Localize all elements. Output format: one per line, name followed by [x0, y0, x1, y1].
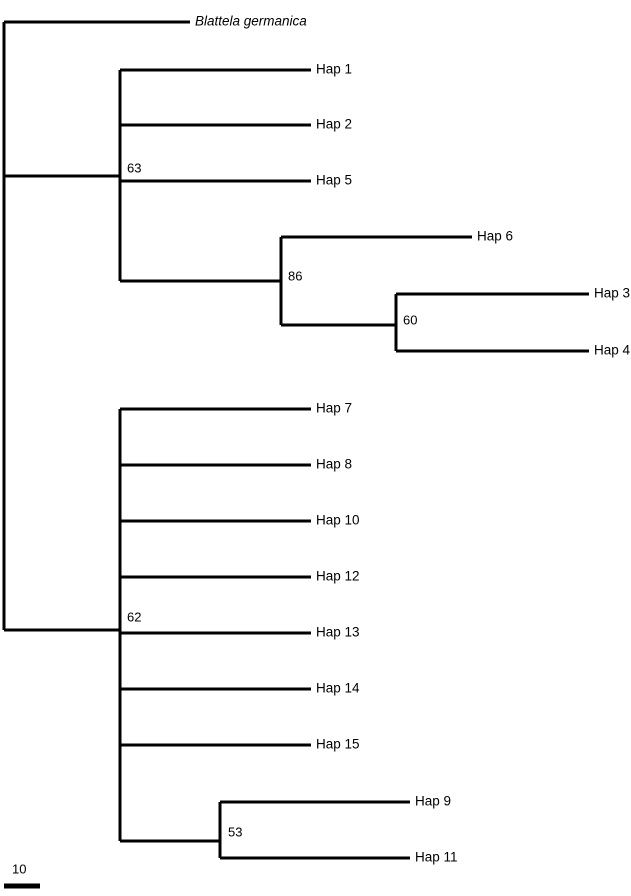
tip-label-hap13: Hap 13 [316, 625, 360, 640]
tip-label-hap3: Hap 3 [594, 286, 630, 301]
tip-label-outgroup: Blattela germanica [195, 14, 307, 29]
support-value-clade_86: 86 [288, 268, 302, 283]
scale-bar-label: 10 [12, 861, 26, 876]
branches-layer [4, 20, 589, 860]
tip-label-hap7: Hap 7 [316, 401, 352, 416]
internal-nodes-layer [2, 22, 398, 858]
tip-label-hap4: Hap 4 [594, 343, 631, 358]
tip-label-hap14: Hap 14 [316, 681, 360, 696]
support-values-layer: 63 86 60 62 53 [127, 160, 417, 839]
scale-bar: 10 [4, 861, 40, 889]
tip-label-hap11: Hap 11 [415, 850, 458, 865]
support-value-clade_63: 63 [127, 160, 141, 175]
tip-label-hap1: Hap 1 [316, 62, 352, 77]
support-value-clade_60: 60 [403, 312, 417, 327]
tip-label-hap10: Hap 10 [316, 513, 360, 528]
tip-label-hap12: Hap 12 [316, 569, 360, 584]
tip-label-hap6: Hap 6 [477, 229, 513, 244]
tip-label-hap5: Hap 5 [316, 173, 352, 188]
support-value-clade_62: 62 [127, 609, 141, 624]
tip-label-hap15: Hap 15 [316, 737, 360, 752]
tip-label-hap2: Hap 2 [316, 117, 352, 132]
tip-label-hap8: Hap 8 [316, 457, 352, 472]
tip-label-hap9: Hap 9 [415, 794, 451, 809]
support-value-clade_53: 53 [228, 824, 242, 839]
